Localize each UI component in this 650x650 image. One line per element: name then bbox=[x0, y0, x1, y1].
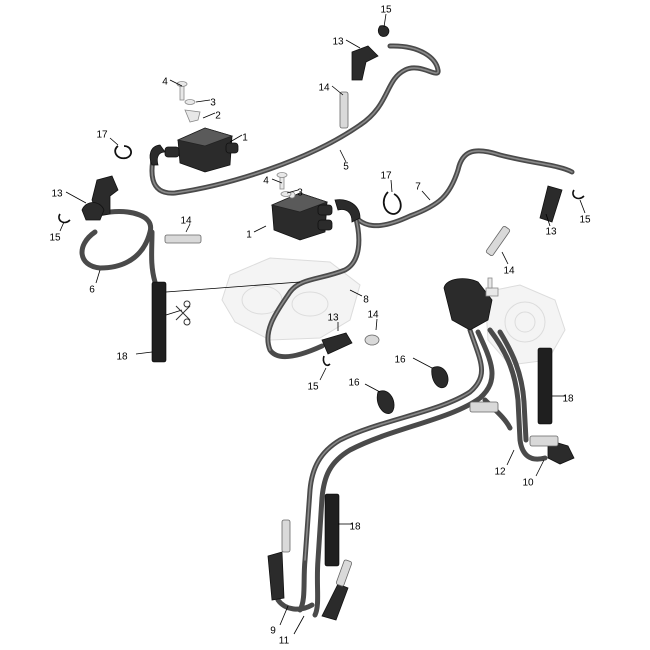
coil-bolts bbox=[176, 81, 292, 197]
callout-number-c8: 8 bbox=[363, 295, 369, 306]
ignition-wires bbox=[79, 43, 575, 618]
callout-number-c18a: 18 bbox=[116, 352, 128, 363]
callout-leader bbox=[185, 223, 191, 233]
callout-leader bbox=[579, 199, 586, 214]
callout-leader bbox=[535, 459, 545, 477]
spark-plugs bbox=[164, 91, 559, 587]
callout-leader bbox=[375, 318, 378, 331]
callout-number-c13b: 13 bbox=[51, 189, 63, 200]
callout-number-c5: 5 bbox=[343, 162, 349, 173]
callout-number-c13a: 13 bbox=[332, 37, 344, 48]
callout-leader bbox=[349, 289, 363, 297]
callout-number-c15d: 15 bbox=[307, 382, 319, 393]
callout-number-c3b: 3 bbox=[297, 188, 303, 199]
ignition-coil-middle bbox=[270, 191, 361, 241]
callout-number-c16a: 16 bbox=[394, 355, 406, 366]
callout-leader bbox=[390, 179, 393, 193]
callout-leader bbox=[253, 225, 267, 233]
callout-number-c17a: 17 bbox=[96, 130, 108, 141]
callout-number-c3a: 3 bbox=[210, 98, 216, 109]
callout-leader bbox=[412, 357, 433, 369]
ignition-module bbox=[443, 277, 499, 331]
callout-number-c10: 10 bbox=[522, 478, 534, 489]
callout-number-c1a: 1 bbox=[242, 133, 248, 144]
callout-number-c1b: 1 bbox=[246, 230, 252, 241]
callout-leader bbox=[169, 79, 183, 87]
callout-number-c18c: 18 bbox=[349, 522, 361, 533]
spark-plug-wire-6 bbox=[79, 209, 154, 271]
callout-leader bbox=[506, 449, 515, 466]
callout-leader bbox=[202, 112, 216, 119]
callout-number-c14c: 14 bbox=[503, 266, 515, 277]
callout-leader bbox=[195, 99, 211, 103]
callout-leader bbox=[319, 367, 327, 381]
callout-number-c16b: 16 bbox=[348, 378, 360, 389]
callout-leader bbox=[109, 137, 119, 146]
callout-leader bbox=[271, 178, 283, 184]
callout-number-c18b: 18 bbox=[562, 394, 574, 405]
callout-leader bbox=[65, 191, 87, 204]
callout-leader bbox=[421, 190, 431, 201]
wrap-bands bbox=[151, 281, 553, 567]
callout-leader bbox=[286, 189, 299, 194]
callout-number-c6: 6 bbox=[89, 285, 95, 296]
ignition-coil-top bbox=[149, 127, 239, 173]
callout-leader bbox=[331, 85, 344, 96]
callout-leader bbox=[279, 605, 289, 626]
callout-leader bbox=[345, 39, 361, 49]
callout-leader bbox=[229, 134, 243, 143]
callout-layer: 15 13 14 4 3 2 1 17 5 17 7 4 3 13 15 14 1 15 13 14 6 8 13 14 18 1… bbox=[49, 5, 591, 647]
callout-number-c13c: 13 bbox=[545, 227, 557, 238]
callout-number-c15a: 15 bbox=[380, 5, 392, 16]
callout-number-c17b: 17 bbox=[380, 171, 392, 182]
callout-number-c2a: 2 bbox=[215, 111, 221, 122]
callout-number-c15b: 15 bbox=[49, 233, 61, 244]
callout-number-c15c: 15 bbox=[579, 215, 591, 226]
clips-and-ties bbox=[58, 25, 585, 414]
callout-number-c4a: 4 bbox=[162, 77, 168, 88]
callout-number-c14b: 14 bbox=[180, 216, 192, 227]
callout-number-c13d: 13 bbox=[327, 313, 339, 324]
callout-number-c11: 11 bbox=[279, 636, 290, 647]
callout-leader bbox=[339, 149, 347, 163]
callout-leader bbox=[135, 351, 153, 355]
callout-leader bbox=[383, 13, 387, 28]
callout-number-c14d: 14 bbox=[367, 310, 379, 321]
callout-leader bbox=[293, 615, 305, 635]
callout-number-c9: 9 bbox=[270, 626, 276, 637]
callout-number-c14a: 14 bbox=[318, 83, 330, 94]
callout-number-c4b: 4 bbox=[263, 176, 269, 187]
callout-number-c7: 7 bbox=[415, 182, 421, 193]
callout-leader bbox=[501, 251, 509, 265]
callout-leader bbox=[364, 383, 381, 393]
callout-number-c12: 12 bbox=[494, 467, 506, 478]
callout-leader bbox=[59, 221, 65, 232]
callout-leader bbox=[95, 269, 101, 284]
callout-leader bbox=[545, 213, 551, 227]
